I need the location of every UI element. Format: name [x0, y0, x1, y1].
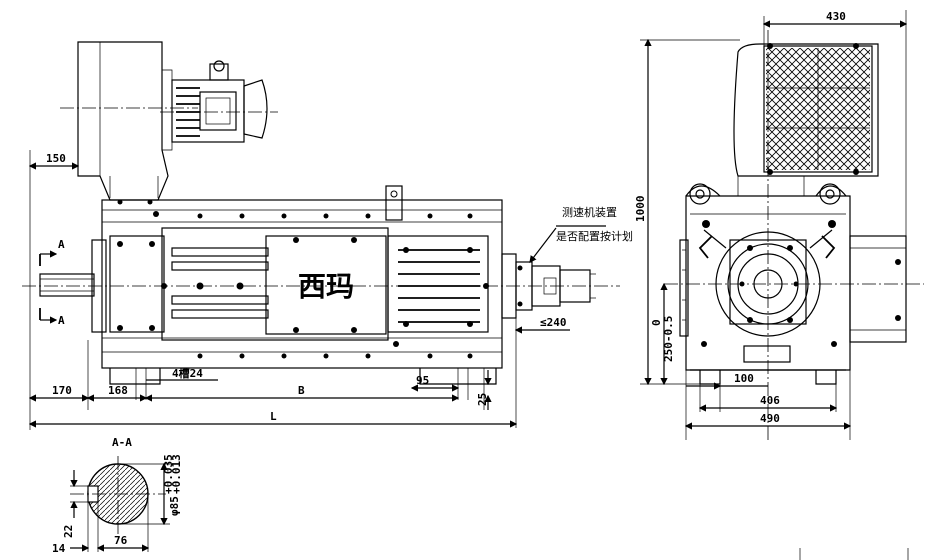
front-dimensions: 150 170 168 B 4槽24 95 25 ≤240 L — [28, 150, 570, 430]
tacho-unit — [501, 253, 596, 319]
note-line-1: 测速机装置 — [562, 205, 617, 219]
dim-4x24: 4槽24 — [172, 366, 203, 380]
mounting-feet — [109, 368, 497, 410]
section-aa: A-A φ85 +0.035 +0.013 22 76 14 — [52, 436, 183, 555]
front-view: 西玛 — [22, 41, 633, 430]
filter-housing — [733, 43, 879, 196]
rotor-bars — [171, 247, 269, 319]
dim-150: 150 — [46, 152, 66, 165]
note-line-2: 是否配置按计划 — [556, 229, 633, 243]
dim-b: B — [298, 384, 305, 397]
dim-tol-up: +0.035 — [162, 454, 175, 494]
fan-housing — [60, 41, 198, 201]
dim-430: 430 — [826, 10, 846, 23]
main-frame: 西玛 — [101, 185, 503, 369]
dim-22: 22 — [62, 525, 75, 538]
dim-tol-dn: +0.013 — [170, 454, 183, 494]
mark-a-top: A — [58, 238, 65, 251]
brand-logo: 西玛 — [298, 270, 354, 303]
dim-l: L — [270, 410, 277, 423]
dim-100: 100 — [734, 372, 754, 385]
side-body — [679, 183, 907, 371]
tacho-note: 测速机装置 是否配置按计划 — [529, 205, 633, 263]
section-aa-title: A-A — [112, 436, 132, 449]
dim-250: 250-0.5 — [662, 316, 675, 362]
dim-406: 406 — [760, 394, 780, 407]
blower-motor — [160, 60, 278, 143]
mark-a-bottom: A — [58, 314, 65, 327]
side-dimensions: 430 1000 0 250-0.5 100 406 490 — [634, 10, 908, 440]
dim-490: 490 — [760, 412, 780, 425]
dim-168: 168 — [108, 384, 128, 397]
dim-0: 0 — [650, 319, 663, 326]
dim-76: 76 — [114, 534, 128, 547]
dim-phi85: φ85 — [168, 496, 181, 516]
dim-14: 14 — [52, 542, 66, 555]
side-base — [690, 369, 846, 385]
dim-95: 95 — [416, 374, 429, 387]
side-view: 430 1000 0 250-0.5 100 406 490 — [634, 10, 924, 440]
dim-25: 25 — [476, 393, 489, 406]
dim-1000: 1000 — [634, 196, 647, 223]
dim-240: ≤240 — [540, 316, 567, 329]
dim-170: 170 — [52, 384, 72, 397]
section-markers: A A — [39, 238, 65, 327]
drive-end — [22, 239, 620, 333]
end-shield — [664, 30, 924, 440]
